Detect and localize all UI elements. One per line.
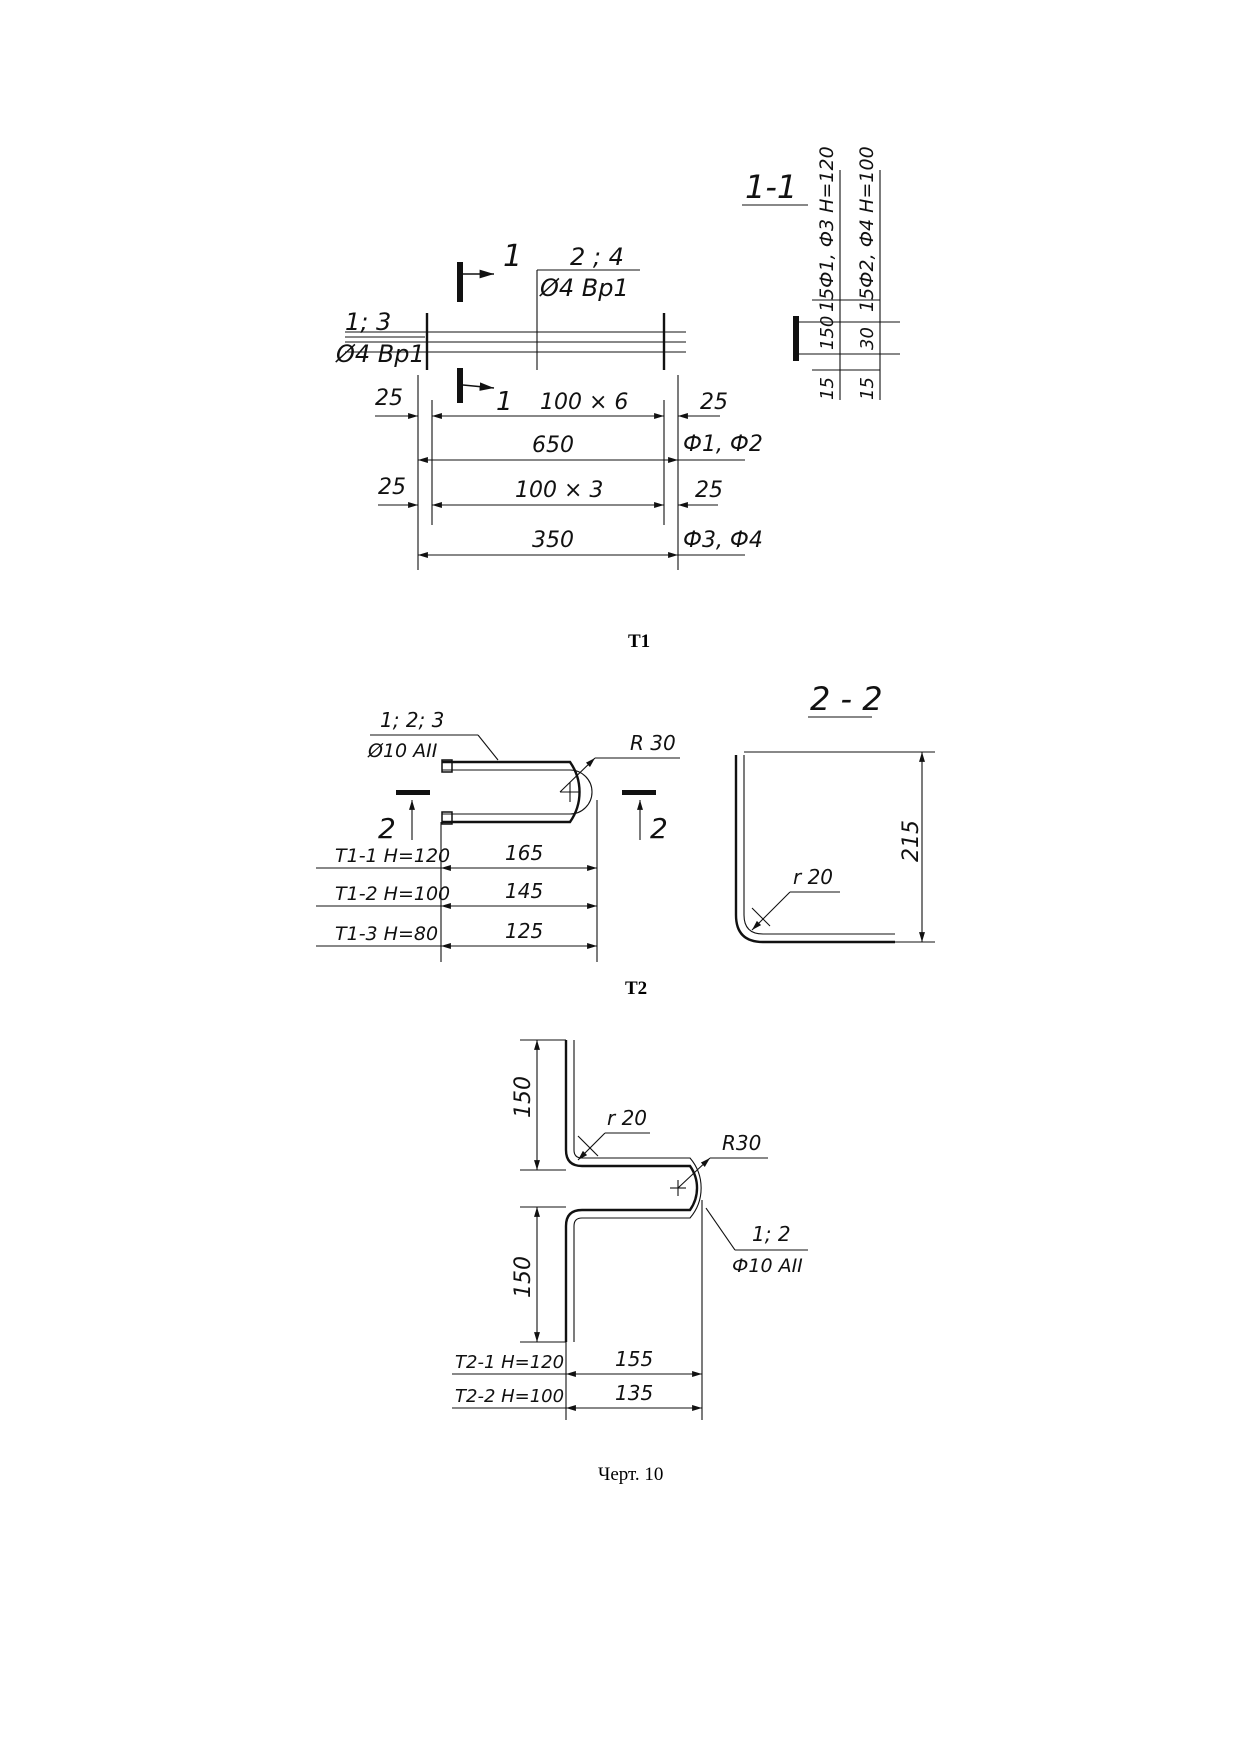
t3-dim-bottom: 150: [511, 1256, 536, 1298]
t2-u-bar-outer: [442, 760, 581, 824]
t3-row-2-label: Т2-2 H=100: [455, 1386, 564, 1407]
t3-row-1-label: Т2-1 H=120: [455, 1352, 564, 1373]
t3-radius-big: R30: [722, 1131, 761, 1155]
label-f3f4: Ф3, Ф4: [683, 528, 763, 553]
cut-arrow-bottom: [462, 382, 495, 391]
section-note-1: 15Ф1, Ф3 H=120: [816, 146, 838, 312]
caption-figure: Черт. 10: [598, 1464, 663, 1485]
t2-l-bar-inner: [743, 755, 895, 935]
dim-25-a: 25: [375, 386, 403, 411]
t1-drawing: 1 1 2 ; 4 Ø4 Вр1 1; 3 Ø4 Вр1 25 100 × 6 …: [335, 146, 900, 652]
t2-row-1-value: 165: [505, 841, 543, 865]
t2-cut-left: 2: [378, 812, 396, 845]
dim-spacing-b: 100 × 3: [515, 478, 603, 503]
t2-r20-leader: [751, 891, 791, 931]
t2-leader-d: [477, 734, 499, 761]
section-bar-mark: [793, 316, 799, 361]
cut-mark-top: [457, 262, 463, 302]
t2-section-label: 2 - 2: [810, 680, 883, 718]
t3-drawing: 150 150 r 20 R30 1; 2 Ф10 АII Т2-1 H=120…: [452, 1039, 808, 1485]
t2-dim-215: 215: [899, 820, 924, 862]
t2-radius-label: R 30: [630, 731, 676, 755]
dim-spacing-a: 100 × 6: [540, 390, 628, 415]
t2-row-2-label: Т1-2 H=100: [335, 883, 450, 905]
t3-pos-label: 1; 2: [752, 1222, 791, 1246]
section-1-1-label: 1-1: [745, 168, 797, 206]
t2-row-3-value: 125: [505, 919, 543, 943]
caption-t2: Т2: [625, 978, 647, 999]
t2-pos-label: 1; 2; 3: [380, 708, 444, 732]
section-15a: 15: [817, 377, 838, 400]
section-note-2: 15Ф2, Ф4 H=100: [856, 146, 878, 312]
dim-25-d: 25: [695, 478, 723, 503]
t3-row-2-value: 135: [615, 1381, 653, 1405]
dim-25-c: 25: [378, 475, 406, 500]
section-30: 30: [857, 327, 878, 350]
pos-left-label: 1; 3: [345, 308, 391, 336]
cut-mark-bottom: [457, 368, 463, 403]
t3-row-1-value: 155: [615, 1347, 653, 1371]
t2-row-1-label: Т1-1 H=120: [335, 845, 450, 867]
cut-mark-label: 1: [503, 239, 522, 274]
cut-mark-label-lower: 1: [496, 387, 513, 417]
bar-left-label: Ø4 Вр1: [335, 340, 425, 368]
t2-cut-right: 2: [650, 812, 668, 845]
t3-bar-label: Ф10 АII: [732, 1255, 803, 1277]
dim-350: 350: [532, 528, 574, 553]
t2-cut-right-bar: [622, 790, 656, 795]
dim-650: 650: [532, 433, 574, 458]
t2-end-bottom: [441, 811, 453, 825]
section-150: 150: [817, 316, 838, 350]
t3-r30-leader: [677, 1157, 711, 1189]
t2-r20-center: [751, 907, 771, 927]
t2-l-bar-outer: [734, 755, 895, 944]
t3-dim-top: 150: [511, 1076, 536, 1118]
t2-end-top: [441, 759, 453, 773]
t2-bar-label: Ø10 АII: [367, 740, 438, 762]
t3-pos-leader-d: [705, 1207, 736, 1251]
dim-25-b: 25: [700, 390, 728, 415]
t3-r20-center: [577, 1135, 599, 1157]
t2-row-2-value: 145: [505, 879, 543, 903]
t2-row-3-label: Т1-3 H=80: [335, 923, 438, 945]
t2-cut-left-bar: [396, 790, 430, 795]
t2-radius-small: r 20: [793, 865, 833, 889]
t3-z-bar-outer: [564, 1040, 699, 1342]
section-15b: 15: [857, 377, 878, 400]
t3-radius-small: r 20: [607, 1106, 647, 1130]
bar-top-label: Ø4 Вр1: [539, 274, 629, 302]
caption-t1: Т1: [628, 631, 650, 652]
pos-top-label: 2 ; 4: [570, 243, 624, 271]
t3-z-bar-inner: [573, 1040, 702, 1342]
t2-u-bar-inner: [442, 769, 593, 815]
t2-radius-leader: [559, 757, 596, 793]
t3-r20-leader: [577, 1132, 606, 1161]
label-f1f2: Ф1, Ф2: [683, 432, 763, 457]
t2-drawing: 1; 2; 3 Ø10 АII R 30 2 2 Т1-1 H=120 Т1-2…: [316, 680, 935, 999]
